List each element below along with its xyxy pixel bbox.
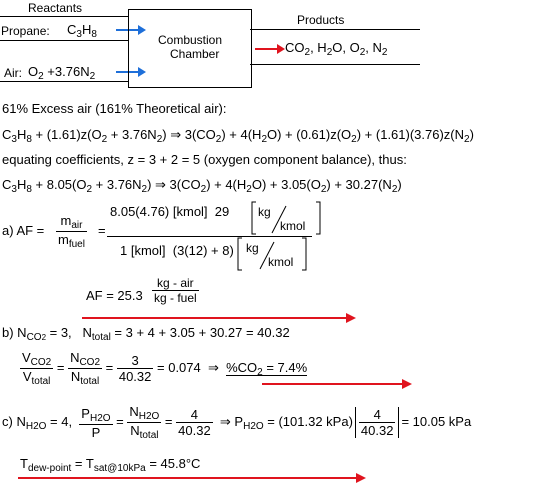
af-numerator: 8.05(4.76) [kmol] 29 <box>110 204 230 219</box>
air-formula: O2 +3.76N2 <box>28 64 96 82</box>
products-bottom-line <box>250 64 420 65</box>
products-arrow-icon <box>255 44 285 54</box>
dew-point-arrow-icon <box>18 473 366 483</box>
dew-point-line: Tdew-point = Tsat@10kPa = 45.8°C <box>20 456 201 474</box>
propane-formula: C3H8 <box>67 22 97 40</box>
propane-label: Propane: <box>1 24 50 38</box>
products-label: Products <box>297 13 345 27</box>
svg-text:kg: kg <box>246 241 259 255</box>
chamber-label-line1: Combustion <box>158 33 223 47</box>
svg-text:kmol: kmol <box>280 219 305 233</box>
products-top-line <box>250 29 420 30</box>
af-den-unit: kg kmol <box>237 237 307 271</box>
products-formula: CO2, H2O, O2, N2 <box>285 40 388 58</box>
svg-text:kg: kg <box>258 205 271 219</box>
af-fraction-bar <box>107 236 312 237</box>
svg-text:kmol: kmol <box>268 255 293 269</box>
part-b-line: b) NCO2 = 3, Ntotal = 3 + 4 + 3.05 + 30.… <box>2 325 290 343</box>
part-a-label: a) AF = <box>2 223 45 238</box>
af-equals: = <box>98 223 106 238</box>
chamber-label-line2: Chamber <box>170 47 220 61</box>
af-result: AF = 25.3 <box>86 288 143 303</box>
air-label: Air: <box>4 66 22 80</box>
combustion-chamber-box <box>128 9 252 88</box>
air-arrow-icon <box>116 67 146 77</box>
propane-arrow-icon <box>116 25 146 35</box>
co2-result-arrow-icon <box>262 379 412 389</box>
equation-1: C3H8 + (1.61)z(O2 + 3.76N2) ⇒ 3(CO2) + 4… <box>2 127 474 145</box>
excess-air-heading: 61% Excess air (161% Theoretical air): <box>2 101 227 116</box>
af-denominator: 1 [kmol] (3(12) + 8) <box>120 243 234 258</box>
reactants-label: Reactants <box>28 1 83 15</box>
af-num-unit: kg kmol <box>251 201 321 235</box>
air-underline <box>0 81 128 82</box>
propane-underline <box>0 40 128 41</box>
af-result-arrow-icon <box>82 313 356 323</box>
equating-coefficients: equating coefficients, z = 3 + 2 = 5 (ox… <box>2 152 407 167</box>
top-line <box>0 16 128 17</box>
equation-2: C3H8 + 8.05(O2 + 3.76N2) ⇒ 3(CO2) + 4(H2… <box>2 177 402 195</box>
pct-co2: %CO2 = 7.4% <box>226 359 308 378</box>
